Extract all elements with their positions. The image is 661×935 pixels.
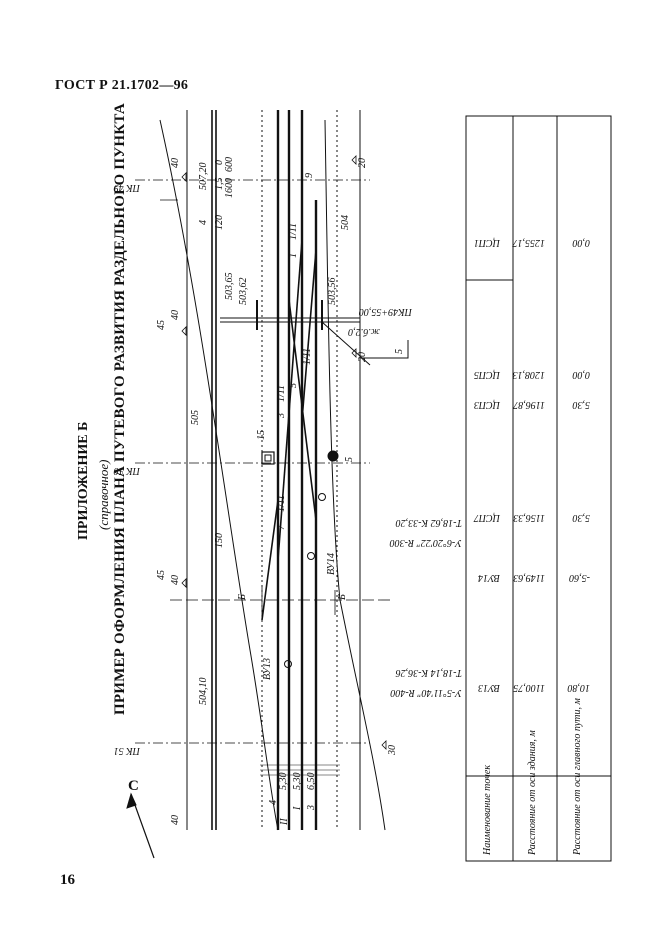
table-row-2-building: 1208,13 (513, 369, 546, 380)
table-row-1-building: 1255,17 (512, 237, 546, 248)
section-mark-right: Б (337, 594, 348, 601)
elev-40d: 40 (170, 815, 181, 825)
profile-1-5: 1,5 (214, 178, 225, 191)
table-row-1-name: ЦСП1 (474, 237, 501, 248)
table-row-6-track: 10,80 (568, 682, 591, 693)
elev-20b: 20 (357, 352, 368, 362)
spot-504-10: 504,10 (198, 678, 209, 706)
table-row-5-building: 1149,63 (513, 572, 545, 583)
north-label: С (128, 778, 139, 794)
curve2-tangent: Т-18,14 К-36,26 (396, 667, 462, 678)
section-mark-left: Б (237, 594, 248, 601)
elev-40b: 40 (170, 310, 181, 320)
table-row-1-track: 0,00 (573, 237, 591, 248)
track-number-4: 4 (268, 800, 279, 805)
spot-507-20: 507,20 (198, 163, 209, 191)
spot-503-62: 503,62 (238, 278, 249, 306)
table-row-4-building: 1156,33 (513, 512, 545, 523)
special-picket-label: ПК49+55,00 (359, 306, 413, 317)
profile-1600: 1600 (224, 178, 235, 198)
switch-9: 9 (304, 173, 315, 178)
picket-label-49: ПК 49 (114, 182, 141, 193)
track-number-I: I (292, 806, 303, 811)
track-number-3: 3 (306, 805, 317, 811)
table-row-2-name: ЦСП5 (474, 369, 501, 380)
profile-600: 600 (224, 157, 235, 172)
spot-503-56: 503,56 (327, 278, 338, 306)
bridge-label: ж.б.2,0 (348, 326, 380, 337)
vu13-label: ВУ13 (262, 658, 273, 680)
table-row-3-building: 1196,87 (512, 399, 545, 410)
table-header-building: Расстояние от оси здания, м (527, 730, 538, 856)
profile-0: 0 (214, 160, 225, 165)
table-row-4-name: ЦСП7 (473, 512, 501, 523)
bridge-number: 5 (394, 349, 405, 354)
profile-4: 4 (198, 220, 209, 225)
curve1-tangent: Т-18,62 К-33,20 (396, 517, 462, 528)
spot-503-65: 503,65 (224, 273, 235, 301)
elev-45b: 45 (156, 570, 167, 580)
table-row-2-track: 0,00 (573, 369, 591, 380)
coordinates-table (465, 115, 612, 862)
switch-7-ratio: 1/11 (276, 495, 287, 512)
picket-label-50: ПК 50 (114, 465, 141, 476)
table-header-track: Расстояние от оси главного пути, м (572, 697, 583, 856)
table-row-5-name: ВУ14 (478, 572, 500, 583)
table-row-5-track: -5,60 (569, 572, 590, 583)
profile-150: 150 (214, 533, 225, 548)
building-5: 5 (344, 457, 355, 462)
switch-1-ratio: 1/11 (288, 223, 299, 240)
profile-120: 120 (214, 215, 225, 230)
switch-3: 3 (276, 413, 287, 419)
elev-40a: 40 (170, 158, 181, 168)
table-row-3-track: 5,30 (573, 399, 591, 410)
standard-header: ГОСТ Р 21.1702—96 (55, 78, 189, 93)
table-row-6-building: 1100,75 (513, 682, 545, 693)
elev-40c: 40 (170, 575, 181, 585)
switch-7: 7 (276, 524, 287, 530)
curve2-angle: У-5°11'40" R-400 (390, 687, 462, 698)
track-spacing-2: 5,30 (292, 773, 303, 791)
north-arrow (126, 792, 155, 859)
vu14-label: ВУ14 (326, 553, 337, 575)
table-row-6-name: ВУ13 (478, 682, 500, 693)
switch-3-ratio: 1/11 (276, 385, 287, 402)
spot-505: 505 (190, 410, 201, 425)
switch-1: 1 (288, 253, 299, 258)
spot-504: 504 (340, 215, 351, 230)
track-spacing-1: 5,30 (278, 773, 289, 791)
elev-30: 30 (387, 745, 398, 756)
track-number-II: II (279, 818, 290, 826)
page-number: 16 (60, 872, 75, 888)
switch-5-ratio: 1/11 (302, 348, 313, 365)
elev-20a: 20 (357, 158, 368, 168)
track-spacing-3: 6,50 (306, 773, 317, 791)
switch-5: 5 (288, 383, 299, 388)
table-header-name: Наименование точек (482, 765, 493, 856)
curve1-angle: У-6°20'22" R-300 (390, 537, 462, 548)
table-row-3-name: ЦСП3 (474, 399, 501, 410)
table-row-4-track: 5,30 (573, 512, 591, 523)
picket-label-51: ПК 51 (114, 745, 141, 756)
elev-45a: 45 (156, 320, 167, 330)
building-15: 15 (256, 430, 267, 440)
